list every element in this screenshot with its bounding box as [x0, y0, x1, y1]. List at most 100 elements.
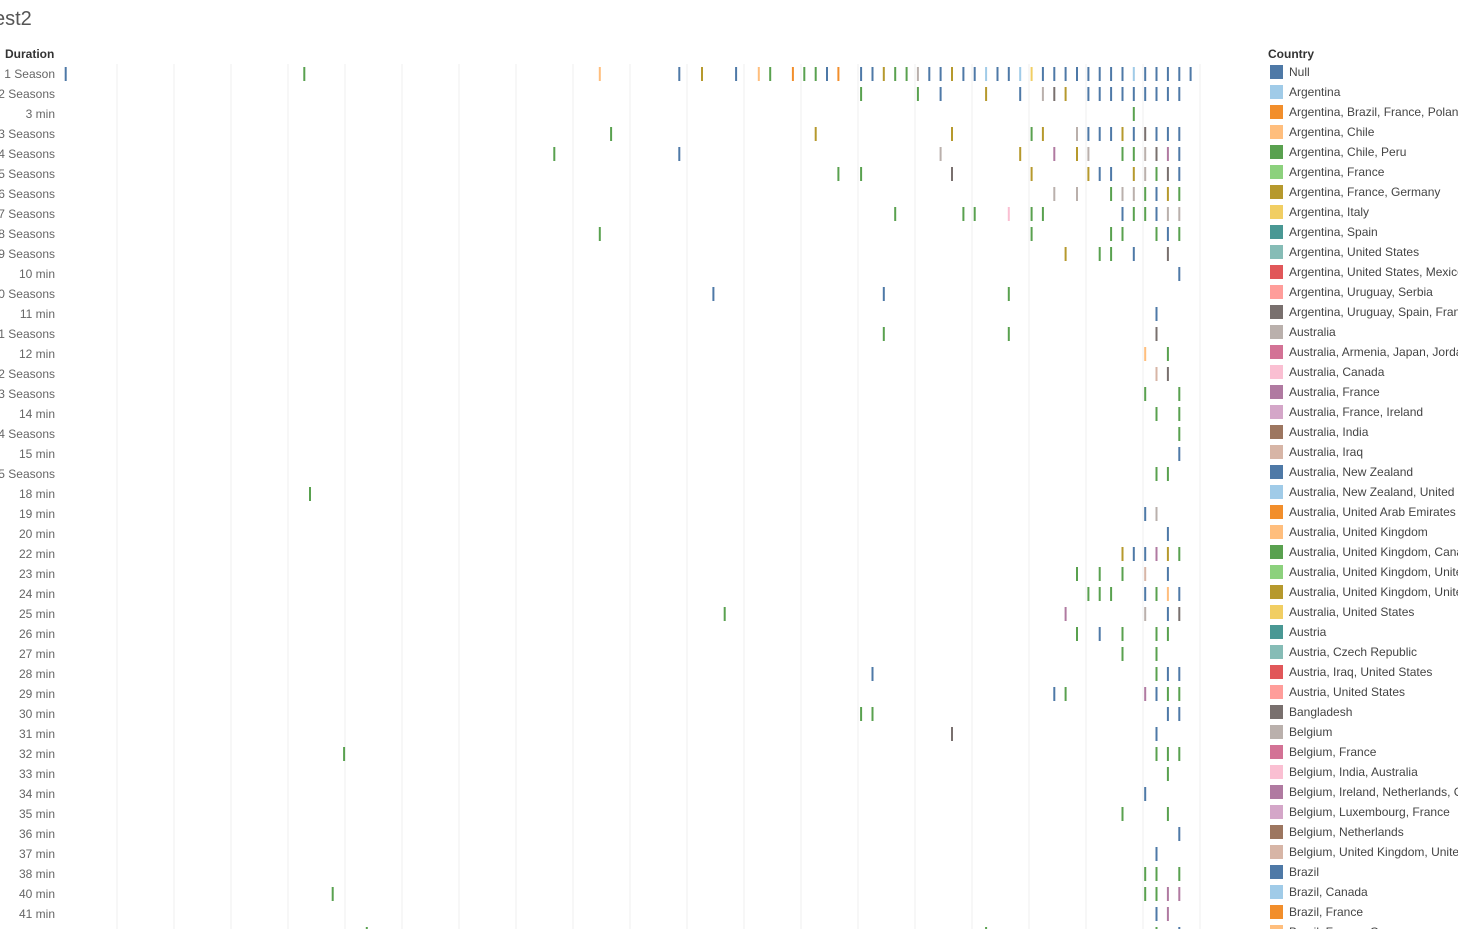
duration-tick-mark[interactable]	[1087, 127, 1090, 141]
duration-tick-mark[interactable]	[951, 727, 953, 741]
duration-tick-mark[interactable]	[309, 487, 311, 501]
duration-tick-mark[interactable]	[860, 87, 863, 101]
duration-tick-mark[interactable]	[882, 327, 885, 341]
duration-tick-mark[interactable]	[1121, 627, 1124, 641]
duration-tick-mark[interactable]	[1132, 67, 1135, 81]
duration-tick-mark[interactable]	[1019, 147, 1022, 161]
duration-tick-mark[interactable]	[1121, 547, 1124, 561]
row-label[interactable]: 25 min	[18, 607, 55, 621]
duration-tick-mark[interactable]	[905, 67, 908, 81]
legend-item[interactable]: Belgium, Luxembourg, France	[1268, 804, 1458, 824]
legend-item[interactable]: Australia	[1268, 324, 1458, 344]
duration-tick-mark[interactable]	[1166, 587, 1169, 601]
duration-tick-mark[interactable]	[1178, 607, 1181, 621]
legend-item[interactable]: Brazil, Canada	[1268, 884, 1458, 904]
duration-tick-mark[interactable]	[1178, 147, 1181, 161]
duration-tick-mark[interactable]	[860, 67, 863, 81]
duration-tick-mark[interactable]	[1098, 247, 1101, 261]
row-label[interactable]: 41 min	[18, 907, 55, 921]
duration-tick-mark[interactable]	[1144, 787, 1147, 801]
duration-tick-mark[interactable]	[1144, 587, 1147, 601]
duration-tick-mark[interactable]	[882, 287, 885, 301]
duration-tick-mark[interactable]	[1166, 207, 1169, 221]
duration-tick-mark[interactable]	[860, 167, 863, 181]
legend-item[interactable]: Australia, France	[1268, 384, 1458, 404]
duration-tick-mark[interactable]	[1178, 587, 1181, 601]
duration-tick-mark[interactable]	[1155, 87, 1158, 101]
duration-tick-mark[interactable]	[1121, 647, 1124, 661]
row-label[interactable]: 27 min	[18, 647, 55, 661]
legend-item[interactable]: Belgium, Netherlands	[1268, 824, 1458, 844]
legend-item[interactable]: Argentina, Chile, Peru	[1268, 144, 1458, 164]
duration-tick-mark[interactable]	[939, 67, 942, 81]
duration-tick-mark[interactable]	[1076, 187, 1078, 201]
row-field-header[interactable]: Duration	[5, 47, 55, 61]
duration-tick-mark[interactable]	[1166, 187, 1169, 201]
duration-tick-mark[interactable]	[1144, 887, 1147, 901]
row-label[interactable]: 30 min	[18, 707, 55, 721]
duration-tick-mark[interactable]	[1178, 887, 1181, 901]
row-label[interactable]: 9 Seasons	[0, 247, 55, 261]
duration-tick-mark[interactable]	[1178, 687, 1181, 701]
duration-tick-mark[interactable]	[1053, 147, 1056, 161]
duration-tick-mark[interactable]	[1144, 207, 1147, 221]
duration-tick-mark[interactable]	[1155, 627, 1158, 641]
duration-tick-mark[interactable]	[1155, 207, 1158, 221]
duration-tick-mark[interactable]	[1178, 867, 1181, 881]
duration-tick-mark[interactable]	[1166, 887, 1169, 901]
duration-tick-mark[interactable]	[1121, 127, 1124, 141]
duration-tick-mark[interactable]	[1178, 127, 1181, 141]
row-label[interactable]: 40 min	[18, 887, 55, 901]
duration-tick-mark[interactable]	[1098, 567, 1101, 581]
duration-tick-mark[interactable]	[1155, 747, 1158, 761]
duration-tick-mark[interactable]	[1121, 187, 1124, 201]
duration-tick-mark[interactable]	[1166, 227, 1169, 241]
duration-tick-mark[interactable]	[1155, 587, 1158, 601]
duration-tick-mark[interactable]	[1098, 87, 1101, 101]
duration-tick-mark[interactable]	[1041, 207, 1044, 221]
legend-item[interactable]: Argentina, United States	[1268, 244, 1458, 264]
duration-tick-mark[interactable]	[1166, 167, 1169, 181]
duration-tick-mark[interactable]	[916, 87, 919, 101]
duration-tick-mark[interactable]	[610, 127, 613, 141]
row-label[interactable]	[0, 924, 55, 944]
duration-tick-mark[interactable]	[1007, 207, 1010, 221]
legend-item[interactable]: Australia, United Arab Emirates	[1268, 504, 1458, 524]
row-label[interactable]: 8 Seasons	[0, 227, 55, 241]
duration-tick-mark[interactable]	[1166, 567, 1169, 581]
duration-tick-mark[interactable]	[1132, 207, 1135, 221]
duration-tick-mark[interactable]	[1144, 867, 1147, 881]
row-label[interactable]: 18 min	[18, 487, 55, 501]
duration-tick-mark[interactable]	[1144, 507, 1147, 521]
row-label[interactable]: 28 min	[18, 667, 55, 681]
duration-tick-mark[interactable]	[1155, 847, 1158, 861]
legend-item[interactable]: Australia, United Kingdom, United Arab E…	[1268, 564, 1458, 584]
legend-item[interactable]: Austria, United States	[1268, 684, 1458, 704]
row-label[interactable]: 29 min	[18, 687, 55, 701]
duration-tick-mark[interactable]	[871, 667, 874, 681]
duration-tick-mark[interactable]	[803, 67, 806, 81]
duration-tick-mark[interactable]	[1064, 87, 1067, 101]
duration-tick-mark[interactable]	[1098, 67, 1101, 81]
duration-tick-mark[interactable]	[1098, 587, 1101, 601]
duration-tick-mark[interactable]	[303, 67, 306, 81]
duration-tick-mark[interactable]	[951, 167, 953, 181]
row-label[interactable]: 2 Seasons	[0, 87, 55, 101]
duration-tick-mark[interactable]	[985, 67, 988, 81]
duration-tick-mark[interactable]	[757, 67, 760, 81]
legend-item[interactable]: Australia, India	[1268, 424, 1458, 444]
duration-tick-mark[interactable]	[1178, 407, 1181, 421]
duration-tick-mark[interactable]	[1144, 167, 1147, 181]
duration-tick-mark[interactable]	[996, 67, 999, 81]
duration-tick-mark[interactable]	[1166, 127, 1169, 141]
duration-tick-mark[interactable]	[1155, 167, 1158, 181]
duration-tick-mark[interactable]	[1030, 167, 1033, 181]
duration-tick-mark[interactable]	[1144, 127, 1147, 141]
legend-item[interactable]: Australia, France, Ireland	[1268, 404, 1458, 424]
duration-tick-mark[interactable]	[1178, 207, 1181, 221]
duration-tick-mark[interactable]	[735, 67, 738, 81]
duration-tick-mark[interactable]	[1121, 567, 1124, 581]
duration-tick-mark[interactable]	[1155, 147, 1158, 161]
duration-tick-mark[interactable]	[1030, 207, 1033, 221]
duration-tick-mark[interactable]	[939, 87, 942, 101]
